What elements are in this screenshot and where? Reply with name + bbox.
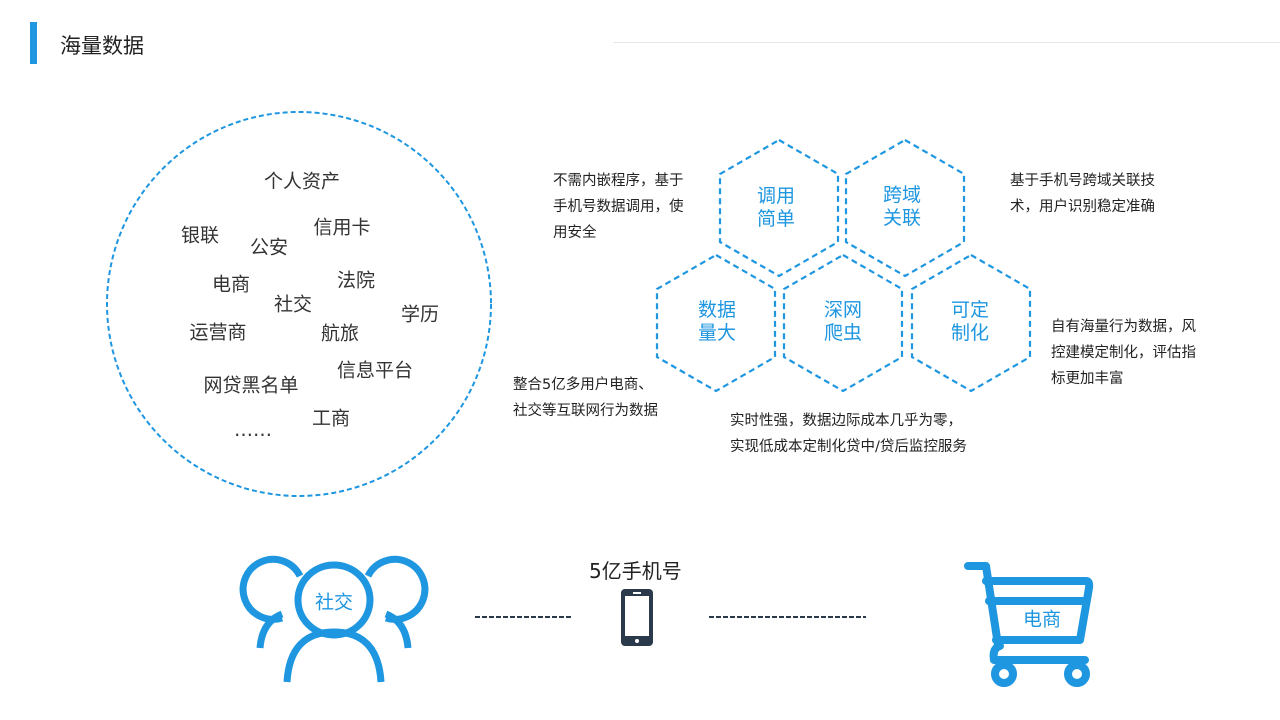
social-people-icon	[239, 555, 429, 683]
hexagon-volume	[655, 253, 777, 393]
hexagon-label-simple: 调用简单	[756, 185, 796, 230]
description-simple: 不需内嵌程序，基于手机号数据调用，使用安全	[553, 173, 684, 241]
hexagon-label-volume: 数据量大	[697, 299, 737, 344]
source-word: 网贷黑名单	[203, 374, 299, 397]
hexagon-label-cross: 跨域关联	[882, 184, 922, 229]
source-word: 社交	[273, 293, 313, 316]
shopping-cart-icon	[964, 562, 1094, 687]
ecommerce-label: 电商	[1022, 608, 1062, 631]
phone-icon	[621, 589, 653, 646]
source-ellipsis: ……	[234, 419, 272, 441]
source-word: 公安	[249, 236, 289, 259]
source-word: 工商	[311, 407, 351, 430]
source-word: 信用卡	[313, 216, 371, 239]
source-word: 航旅	[320, 322, 360, 345]
social-label: 社交	[314, 591, 354, 614]
description-deep: 实时性强，数据边际成本几乎为零，实现低成本定制化贷中/贷后监控服务	[730, 413, 967, 455]
source-word: 法院	[336, 269, 376, 292]
source-word: 信息平台	[336, 359, 414, 382]
source-word: 银联	[180, 224, 220, 247]
source-word: 电商	[211, 273, 251, 296]
data-sources-circle	[106, 111, 492, 497]
header-divider	[613, 42, 1280, 43]
source-word: 运营商	[189, 321, 247, 344]
hexagon-custom	[910, 253, 1032, 393]
phone-count-label: 5亿手机号	[589, 559, 682, 583]
source-word: 个人资产	[263, 170, 341, 193]
hexagon-simple	[718, 138, 840, 278]
description-cross: 基于手机号跨域关联技术，用户识别稳定准确	[1010, 173, 1155, 215]
description-custom: 自有海量行为数据，风控建模定制化，评估指标更加丰富	[1051, 319, 1196, 387]
hexagon-deep	[782, 253, 904, 393]
page-title: 海量数据	[60, 34, 144, 58]
hexagon-label-custom: 可定制化	[950, 299, 990, 344]
title-accent-bar	[30, 22, 37, 64]
hexagon-label-deep: 深网爬虫	[823, 299, 863, 344]
hexagon-cross	[844, 138, 966, 278]
source-word: 学历	[400, 303, 440, 326]
description-volume: 整合5亿多用户电商、社交等互联网行为数据	[513, 377, 658, 419]
